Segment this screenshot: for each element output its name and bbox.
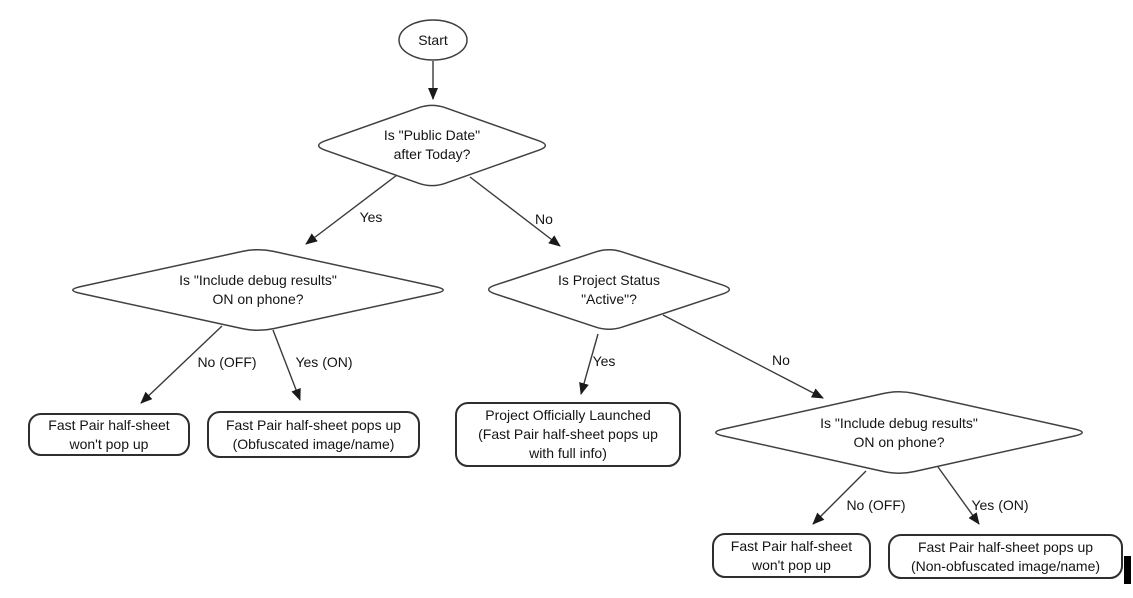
edge-arrow-project-status-yes [579, 333, 599, 395]
node-result-non-obfuscated: Fast Pair half-sheet pops up (Non-obfusc… [888, 534, 1123, 579]
node-decision-project-status: Is Project Status "Active"? [558, 271, 660, 307]
decision-diamond-debug-left [72, 248, 444, 332]
node-decision-debug-right: Is "Include debug results" ON on phone? [820, 414, 978, 450]
edge-label-public-date-yes: Yes [359, 209, 383, 225]
node-result-wont-popup-left: Fast Pair half-sheet won't pop up [28, 413, 190, 456]
node-result-wont-popup-right: Fast Pair half-sheet won't pop up [712, 533, 871, 578]
node-start: Start [418, 31, 448, 48]
edge-arrow-debug-right-yes [937, 466, 980, 525]
decision-diamond-project-status [487, 248, 731, 331]
edge-arrow-public-date-yes [305, 174, 398, 245]
edge-label-project-status-no: No [772, 352, 790, 368]
node-decision-debug-left: Is "Include debug results" ON on phone? [179, 272, 337, 307]
text-cursor-artifact [1124, 556, 1131, 584]
edge-label-project-status-yes: Yes [592, 353, 616, 369]
node-result-launched: Project Officially Launched (Fast Pair h… [455, 402, 681, 467]
decision-diamond-debug-right [715, 391, 1083, 474]
edge-label-debug-left-no: No (OFF) [197, 354, 257, 370]
start-terminator-outline [398, 19, 468, 61]
edge-arrow-debug-right-no [812, 470, 867, 525]
edge-arrow-project-status-no [662, 314, 824, 399]
edge-label-public-date-no: No [535, 211, 553, 227]
decision-diamond-public-date [317, 104, 547, 187]
edge-arrow-debug-left-no [140, 325, 223, 404]
edge-arrow-public-date-no [469, 176, 561, 247]
edge-label-debug-right-no: No (OFF) [846, 497, 906, 513]
edge-label-debug-right-yes: Yes (ON) [971, 497, 1029, 513]
edge-label-debug-left-yes: Yes (ON) [295, 354, 353, 370]
node-decision-public-date: Is "Public Date" after Today? [383, 127, 481, 162]
node-result-obfuscated: Fast Pair half-sheet pops up (Obfuscated… [207, 411, 420, 458]
edge-arrow-debug-left-yes [272, 329, 301, 401]
